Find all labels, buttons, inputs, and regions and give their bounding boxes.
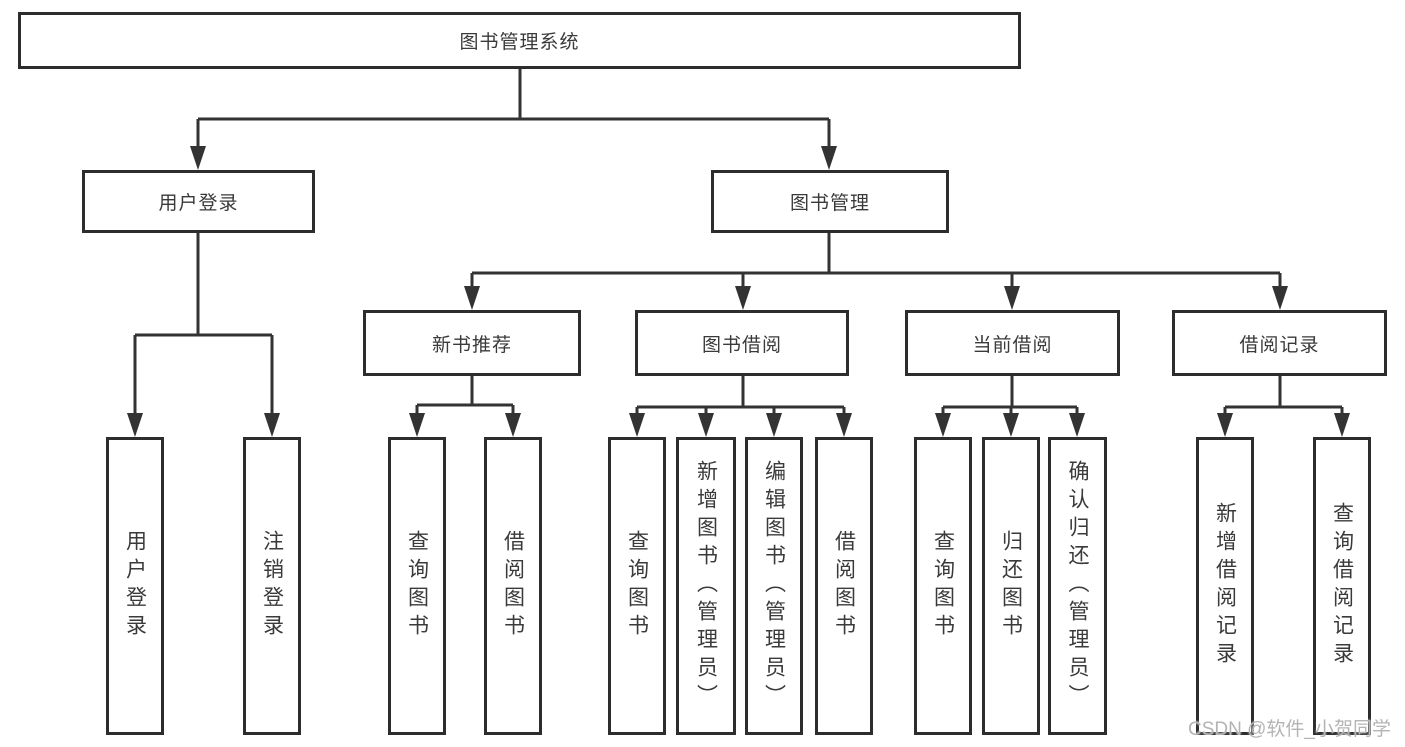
connector-root-to-level2 [196,68,831,150]
leaf-bb-add-book-admin: 新增图书（管理员） [676,437,736,735]
node-current-borrow: 当前借阅 [905,310,1120,376]
connector-new-book-to-leaves [415,376,515,417]
arrowhead [464,286,480,310]
leaf-nb-borrow-book-label: 借阅图书 [501,530,525,642]
node-book-management-label: 图书管理 [789,193,870,214]
leaf-logout-label: 注销登录 [260,530,284,642]
node-book-borrow: 图书借阅 [635,310,849,376]
arrowhead [1334,413,1350,437]
connector-book-mgmt-to-level3 [470,233,1282,290]
arrowhead [1004,286,1020,310]
arrowhead [698,413,714,437]
node-borrow-record: 借阅记录 [1172,310,1387,376]
leaf-cb-query-book: 查询图书 [914,437,972,735]
leaf-nb-query-book-label: 查询图书 [405,530,429,642]
watermark: CSDN @软件_小贺同学 [1188,719,1391,740]
arrowhead [505,413,521,437]
node-root-label: 图书管理系统 [459,32,580,53]
leaf-cb-query-book-label: 查询图书 [931,530,955,642]
leaf-logout: 注销登录 [243,437,301,735]
arrowhead [629,413,645,437]
connector-user-login-to-leaves [133,233,274,417]
leaf-bb-borrow-book: 借阅图书 [815,437,873,735]
leaf-br-add-record: 新增借阅记录 [1196,437,1254,735]
node-borrow-record-label: 借阅记录 [1239,334,1320,356]
leaf-cb-confirm-return-admin: 确认归还（管理员） [1048,437,1107,735]
arrowhead [264,413,280,437]
leaf-nb-borrow-book: 借阅图书 [484,437,542,735]
node-new-book-recommend: 新书推荐 [363,310,581,376]
arrowhead [409,413,425,437]
arrowhead [836,413,852,437]
connector-borrow-record-to-leaves [1223,376,1344,417]
arrowhead [935,413,951,437]
leaf-cb-return-book: 归还图书 [982,437,1040,735]
leaf-br-query-record-label: 查询借阅记录 [1330,502,1354,670]
leaf-br-query-record: 查询借阅记录 [1313,437,1371,735]
arrowhead [190,146,206,170]
leaf-bb-edit-book-admin: 编辑图书（管理员） [745,437,803,735]
node-book-borrow-label: 图书借阅 [701,334,782,356]
arrowhead [1217,413,1233,437]
leaf-bb-query-book: 查询图书 [608,437,666,735]
arrowhead [127,413,143,437]
leaf-user-login: 用户登录 [106,437,164,735]
leaf-bb-borrow-book-label: 借阅图书 [832,530,856,642]
connector-current-borrow-to-leaves [941,376,1079,417]
connector-book-borrow-to-leaves [635,376,846,417]
leaf-nb-query-book: 查询图书 [388,437,446,735]
arrowhead [1003,413,1019,437]
node-user-login-label: 用户登录 [158,193,239,214]
node-user-login: 用户登录 [82,170,315,233]
node-new-book-recommend-label: 新书推荐 [431,334,512,356]
arrowhead [821,146,837,170]
arrowhead [735,286,751,310]
arrowhead [1272,286,1288,310]
node-current-borrow-label: 当前借阅 [972,334,1053,356]
arrowhead [766,413,782,437]
leaf-cb-confirm-return-admin-label: 确认归还（管理员） [1066,460,1089,712]
leaf-br-add-record-label: 新增借阅记录 [1213,502,1237,670]
arrowhead [1069,413,1085,437]
leaf-bb-edit-book-admin-label: 编辑图书（管理员） [762,460,786,712]
leaf-cb-return-book-label: 归还图书 [999,530,1023,642]
leaf-bb-query-book-label: 查询图书 [625,530,649,642]
node-book-management: 图书管理 [711,170,949,233]
node-root: 图书管理系统 [18,12,1021,69]
leaf-user-login-label: 用户登录 [123,530,147,642]
leaf-bb-add-book-admin-label: 新增图书（管理员） [694,460,718,712]
